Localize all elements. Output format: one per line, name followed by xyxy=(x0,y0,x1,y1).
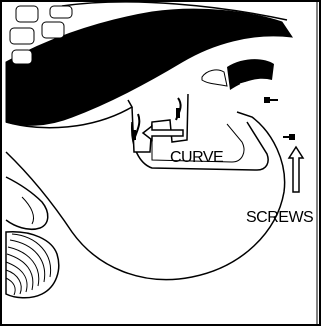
screws-label: SCREWS xyxy=(246,209,313,226)
screw-icon xyxy=(283,134,295,140)
detached-cover xyxy=(202,59,274,90)
ribbed-hose xyxy=(6,232,59,298)
mounting-bracket xyxy=(132,94,188,152)
screw-icon xyxy=(264,97,278,103)
arrow-up-icon xyxy=(289,147,303,192)
curve-label: CURVE xyxy=(170,149,223,166)
